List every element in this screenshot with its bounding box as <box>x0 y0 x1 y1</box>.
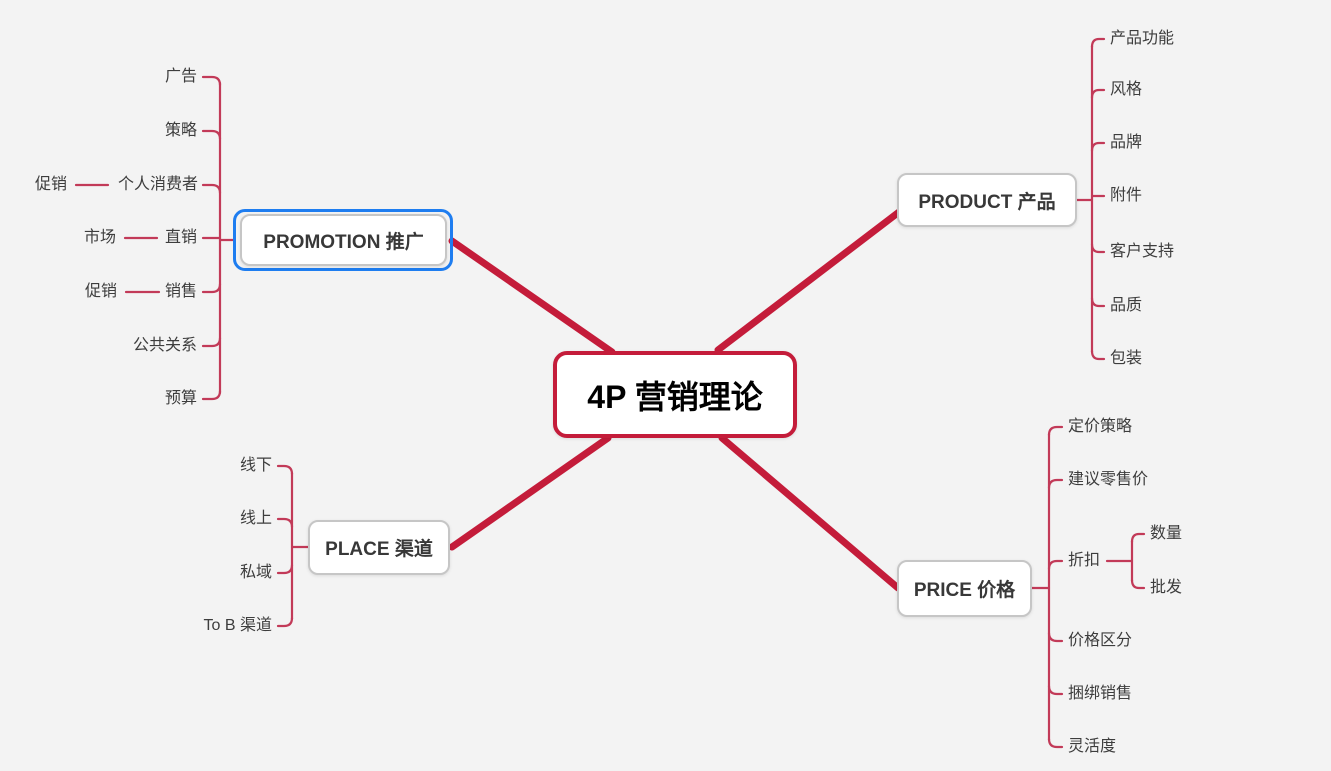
central-topic-label: 4P 营销理论 <box>587 378 763 415</box>
connector <box>1090 296 1106 308</box>
subtopic-place-1[interactable]: 线上 <box>239 510 272 527</box>
edge-central-price <box>718 434 902 592</box>
branch-node-place[interactable]: PLACE 渠道 <box>308 520 450 575</box>
connector <box>1047 559 1064 571</box>
subtopic-product-3[interactable]: 附件 <box>1110 187 1143 204</box>
central-topic[interactable]: 4P 营销理论 <box>553 351 797 438</box>
main-edges <box>448 208 903 592</box>
subtopic-price-5[interactable]: 灵活度 <box>1068 738 1117 755</box>
subtopic-promotion-0[interactable]: 广告 <box>164 68 197 85</box>
subtopic-place-2[interactable]: 私域 <box>239 564 272 581</box>
subtopic-promotion-4[interactable]: 销售 <box>164 283 197 300</box>
connector <box>1047 737 1064 749</box>
subtopic-product-5[interactable]: 品质 <box>1110 297 1143 314</box>
connector <box>201 389 222 401</box>
connector <box>1090 88 1106 100</box>
connector <box>1047 478 1064 490</box>
connector <box>1090 242 1106 254</box>
branch-node-promotion[interactable]: PROMOTION 推广 <box>240 214 447 266</box>
connector <box>201 75 222 87</box>
subtopic-promotion-2-child-0[interactable]: 促销 <box>34 176 67 193</box>
subtopic-price-2-child-0[interactable]: 数量 <box>1150 525 1183 542</box>
subtopic-promotion-6[interactable]: 预算 <box>164 390 197 407</box>
connector <box>1130 532 1146 544</box>
connector <box>201 282 222 294</box>
branch-lines-place <box>276 464 310 628</box>
connector <box>1047 684 1064 696</box>
subtopic-promotion-4-child-0[interactable]: 促销 <box>84 283 117 300</box>
subtopic-price-4[interactable]: 捆绑销售 <box>1068 685 1133 702</box>
subtopic-price-3[interactable]: 价格区分 <box>1068 632 1133 649</box>
edge-central-promotion <box>448 237 616 356</box>
subtopic-product-0[interactable]: 产品功能 <box>1110 30 1175 47</box>
connector <box>1047 631 1064 643</box>
branch-node-price-label: PRICE 价格 <box>913 580 1016 601</box>
subtopic-promotion-3[interactable]: 直销 <box>164 229 197 246</box>
branch-node-promotion-label: PROMOTION 推广 <box>263 231 424 253</box>
subtopic-price-2-child-1[interactable]: 批发 <box>1150 579 1183 596</box>
subtopic-product-6[interactable]: 包装 <box>1110 350 1143 367</box>
edge-central-product <box>714 208 903 354</box>
subtopic-price-2[interactable]: 折扣 <box>1068 552 1101 569</box>
connector <box>201 336 222 348</box>
selection-ring-promotion <box>233 209 453 271</box>
connector <box>201 129 222 141</box>
branch-node-product-label: PRODUCT 产品 <box>918 191 1056 213</box>
branch-lines-price <box>1030 425 1146 749</box>
branch-node-place-label: PLACE 渠道 <box>325 539 433 560</box>
branch-lines-product <box>1075 37 1106 361</box>
subtopic-product-4[interactable]: 客户支持 <box>1110 243 1175 260</box>
branch-node-price[interactable]: PRICE 价格 <box>897 560 1032 617</box>
subtopic-promotion-1[interactable]: 策略 <box>164 122 197 139</box>
subtopic-promotion-5[interactable]: 公共关系 <box>132 337 197 354</box>
connector <box>276 563 294 575</box>
subtopic-place-0[interactable]: 线下 <box>239 457 272 474</box>
connector <box>276 464 294 476</box>
subtopic-promotion-3-child-0[interactable]: 市场 <box>83 229 116 246</box>
connector <box>1090 37 1106 49</box>
subtopic-price-0[interactable]: 定价策略 <box>1068 418 1133 435</box>
subtopic-place-3[interactable]: To B 渠道 <box>203 617 272 634</box>
connector <box>1090 349 1106 361</box>
connector <box>1047 425 1064 437</box>
subtopic-product-2[interactable]: 品牌 <box>1110 134 1143 151</box>
connector <box>1090 141 1106 153</box>
edge-central-place <box>448 434 612 551</box>
subtopic-promotion-2[interactable]: 个人消费者 <box>117 176 198 193</box>
subtopic-price-1[interactable]: 建议零售价 <box>1068 471 1149 488</box>
subtopic-product-1[interactable]: 风格 <box>1110 81 1143 98</box>
branch-node-product[interactable]: PRODUCT 产品 <box>897 173 1077 227</box>
connector <box>276 616 294 628</box>
connector <box>276 517 294 529</box>
branch-lines-promotion <box>74 75 236 401</box>
connector <box>201 183 222 195</box>
connector <box>1130 578 1146 590</box>
